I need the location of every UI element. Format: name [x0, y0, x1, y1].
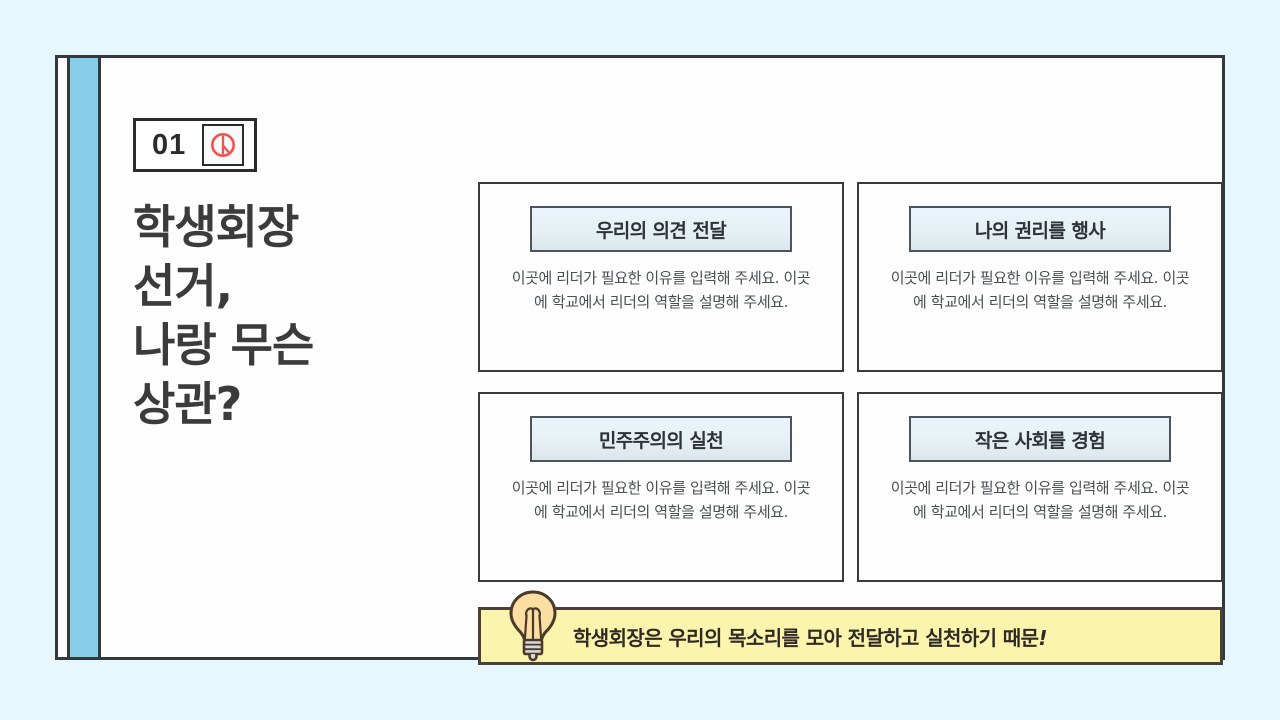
- title-line-2: 선거,: [133, 258, 233, 313]
- title-line-1: 학생회장: [133, 200, 299, 254]
- card-header: 우리의 의견 전달: [530, 206, 792, 252]
- page-title: 학생회장 선거, 나랑 무슨 상관?: [133, 198, 433, 434]
- card-heading-label: 민주주의의 실천: [598, 429, 724, 452]
- slide-canvas: 01 학생회장 선거, 나랑 무슨 상관? 우리의 의견 전달 이곳에 리더가 …: [55, 55, 1225, 665]
- reason-card[interactable]: 나의 권리를 행사 이곳에 리더가 필요한 이유를 입력해 주세요. 이곳에 학…: [857, 182, 1223, 372]
- card-header: 작은 사회를 경험: [909, 416, 1171, 462]
- card-body-text: 이곳에 리더가 필요한 이유를 입력해 주세요. 이곳에 학교에서 리더의 역할…: [511, 479, 811, 522]
- card-body-text: 이곳에 리더가 필요한 이유를 입력해 주세요. 이곳에 학교에서 리더의 역할…: [890, 479, 1190, 522]
- card-body-text: 이곳에 리더가 필요한 이유를 입력해 주세요. 이곳에 학교에서 리더의 역할…: [511, 269, 811, 312]
- reason-card[interactable]: 민주주의의 실천 이곳에 리더가 필요한 이유를 입력해 주세요. 이곳에 학교…: [478, 392, 844, 582]
- callout-emphasis: !: [1038, 625, 1047, 650]
- step-badge: 01: [133, 118, 258, 172]
- title-line-4: 상관?: [133, 376, 242, 431]
- title-column: 01 학생회장 선거, 나랑 무슨 상관?: [133, 118, 433, 434]
- callout-label: 학생회장은 우리의 목소리를 모아 전달하고 실천하기 때문!: [573, 622, 1047, 651]
- step-number: 01: [152, 128, 187, 161]
- card-header: 나의 권리를 행사: [909, 206, 1171, 252]
- reason-card[interactable]: 작은 사회를 경험 이곳에 리더가 필요한 이유를 입력해 주세요. 이곳에 학…: [857, 392, 1223, 582]
- card-header: 민주주의의 실천: [530, 416, 792, 462]
- card-heading-label: 작은 사회를 경험: [974, 429, 1106, 452]
- card-heading-label: 나의 권리를 행사: [974, 219, 1106, 242]
- callout-main-text: 학생회장은 우리의 목소리를 모아 전달하고 실천하기 때문: [573, 625, 1039, 650]
- reason-card[interactable]: 우리의 의견 전달 이곳에 리더가 필요한 이유를 입력해 주세요. 이곳에 학…: [478, 182, 844, 372]
- reason-card-grid: 우리의 의견 전달 이곳에 리더가 필요한 이유를 입력해 주세요. 이곳에 학…: [478, 182, 1223, 582]
- lightbulb-icon: [505, 588, 561, 664]
- conclusion-callout: 학생회장은 우리의 목소리를 모아 전달하고 실천하기 때문!: [478, 590, 1223, 665]
- card-body-text: 이곳에 리더가 필요한 이유를 입력해 주세요. 이곳에 학교에서 리더의 역할…: [890, 269, 1190, 312]
- card-heading-label: 우리의 의견 전달: [595, 219, 727, 242]
- left-accent-bar: [67, 58, 101, 657]
- title-line-3: 나랑 무슨: [133, 317, 314, 372]
- ballot-stamp-icon: [202, 124, 245, 166]
